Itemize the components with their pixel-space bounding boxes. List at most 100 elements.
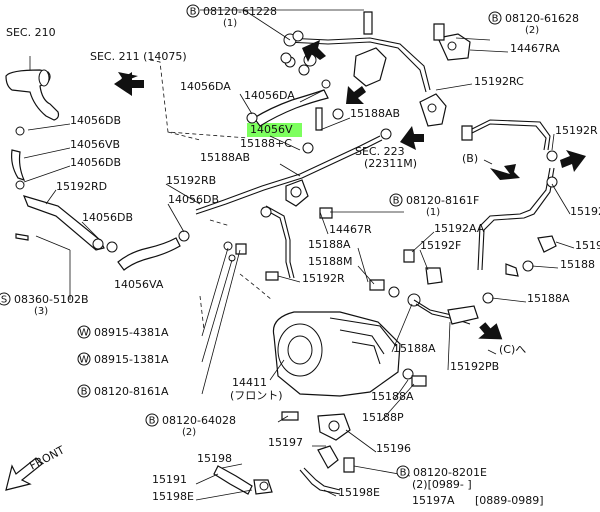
callout-text: 14467RA [510,42,560,55]
callout-text: 14056VB [70,138,120,151]
callout-p15197: 15197 [268,436,303,449]
callout-p14056vb: 14056VB [70,138,120,151]
callout-text: 08360-5102B [14,293,89,306]
callout-sec223: SEC. 223 [355,145,405,158]
turbo-pipe-upper [195,93,447,215]
callout-sec210: SEC. 210 [6,26,56,39]
callout-p15192_right: 15192 [570,205,600,218]
callout-qty: (1) [426,207,440,218]
turbocharger-14411 [223,241,401,397]
right-lines-15192r [461,119,558,277]
badge-letter: B [81,387,88,398]
badge-letter: S [1,295,7,306]
callout-text: 15188A [371,390,414,403]
callout-p15192r_top: 15192R [555,124,598,137]
callout-text: 15192PB [450,360,499,373]
callout-text: 15188AB [350,107,400,120]
badge-letter: B [149,416,156,427]
callout-viewB: (B) [462,152,478,165]
callout-text: 08120-8161A [94,385,169,398]
callout-p15188a_a: 15188A [308,238,351,251]
callout-text: SEC. 211 (14075) [90,50,187,63]
callout-text: 15188+C [240,137,292,150]
callout-text: 08120-8201E [413,466,487,479]
mid-lines [260,179,494,325]
callout-front: FRONT [27,443,67,472]
badge-circle [389,193,403,207]
callout-text: 15188A [527,292,570,305]
callout-text: 15192R [302,272,345,285]
callout-text: 15188P [362,411,404,424]
callout-text: 14056DB [70,114,121,127]
callout-text: 08120-64028 [162,414,236,427]
callout-p15188p: 15188P [362,411,404,424]
highlight-14056v [247,123,302,137]
callout-text: 14411 [232,376,267,389]
callout-text: 14056DB [168,193,219,206]
callout-text: 15196 [575,239,600,252]
badge-letter: B [393,196,400,207]
callout-text: 08120-8161F [406,194,479,207]
callout-text: (C)へ [499,343,526,356]
callout-p15188a_b: 15188A [527,292,570,305]
callout-b8161f: B 08120-8161F(1) [389,193,479,218]
callout-sec211: SEC. 211 (14075) [90,50,187,63]
callout-p14056v: 14056V [250,123,293,136]
callout-viewC: (C)へ [499,343,526,356]
callout-p15188ab: 15188AB [350,107,400,120]
hose-left-group [11,126,190,271]
callout-p15188_right: 15188 [560,258,595,271]
callout-text: 15188M [308,255,352,268]
callout-p15197asub: [0889-0989] [475,494,544,507]
callout-p14056da_b: 14056DA [244,89,295,102]
callout-p15198e_a: 15198E [152,490,194,503]
callout-p14411: 14411 [232,376,267,389]
lower-fittings [213,368,427,495]
callout-text: (22311M) [364,157,417,170]
callout-p14467r: 14467R [329,223,372,236]
badge-circle [186,4,200,18]
callout-text: (B) [462,152,478,165]
callout-text: 15188AB [200,151,250,164]
badge-circle [145,413,159,427]
badge-letter: B [492,14,499,25]
callout-p15197a: 15197A [412,494,455,507]
callout-text: 14056DA [180,80,231,93]
callout-p14056db_d: 14056DB [82,211,133,224]
callout-text: 15197A [412,494,455,507]
callout-p14056db_b: 14056DB [70,156,121,169]
leader-lines [23,9,575,501]
callout-p15192rd: 15192RD [56,180,107,193]
callout-text: 15188 [560,258,595,271]
callout-p15198: 15198 [197,452,232,465]
callout-text: 15198E [338,486,380,499]
callout-text: SEC. 223 [355,145,405,158]
callout-qty: (2) [525,25,539,36]
callout-p15198e_b: 15198E [338,486,380,499]
callout-text: 15197 [268,436,303,449]
callout-text: 15196 [376,442,411,455]
callout-text: 14056VA [114,278,164,291]
callout-p14056da_a: 14056DA [180,80,231,93]
callout-p15196: 15196 [376,442,411,455]
callout-text: 14056DB [70,156,121,169]
callout-text: 15191 [152,473,187,486]
callout-sec223sub: (22311M) [364,157,417,170]
callout-qty: (1) [223,18,237,29]
callout-text: 08120-61228 [203,5,277,18]
callout-text: 14467R [329,223,372,236]
air-intake-duct [5,56,60,121]
badge-letter: W [79,355,89,366]
callout-text: 15188A [393,342,436,355]
callout-p15188c: 15188+C [240,137,292,150]
callout-p14056va: 14056VA [114,278,164,291]
callout-text: SEC. 210 [6,26,56,39]
badge-circle [488,11,502,25]
